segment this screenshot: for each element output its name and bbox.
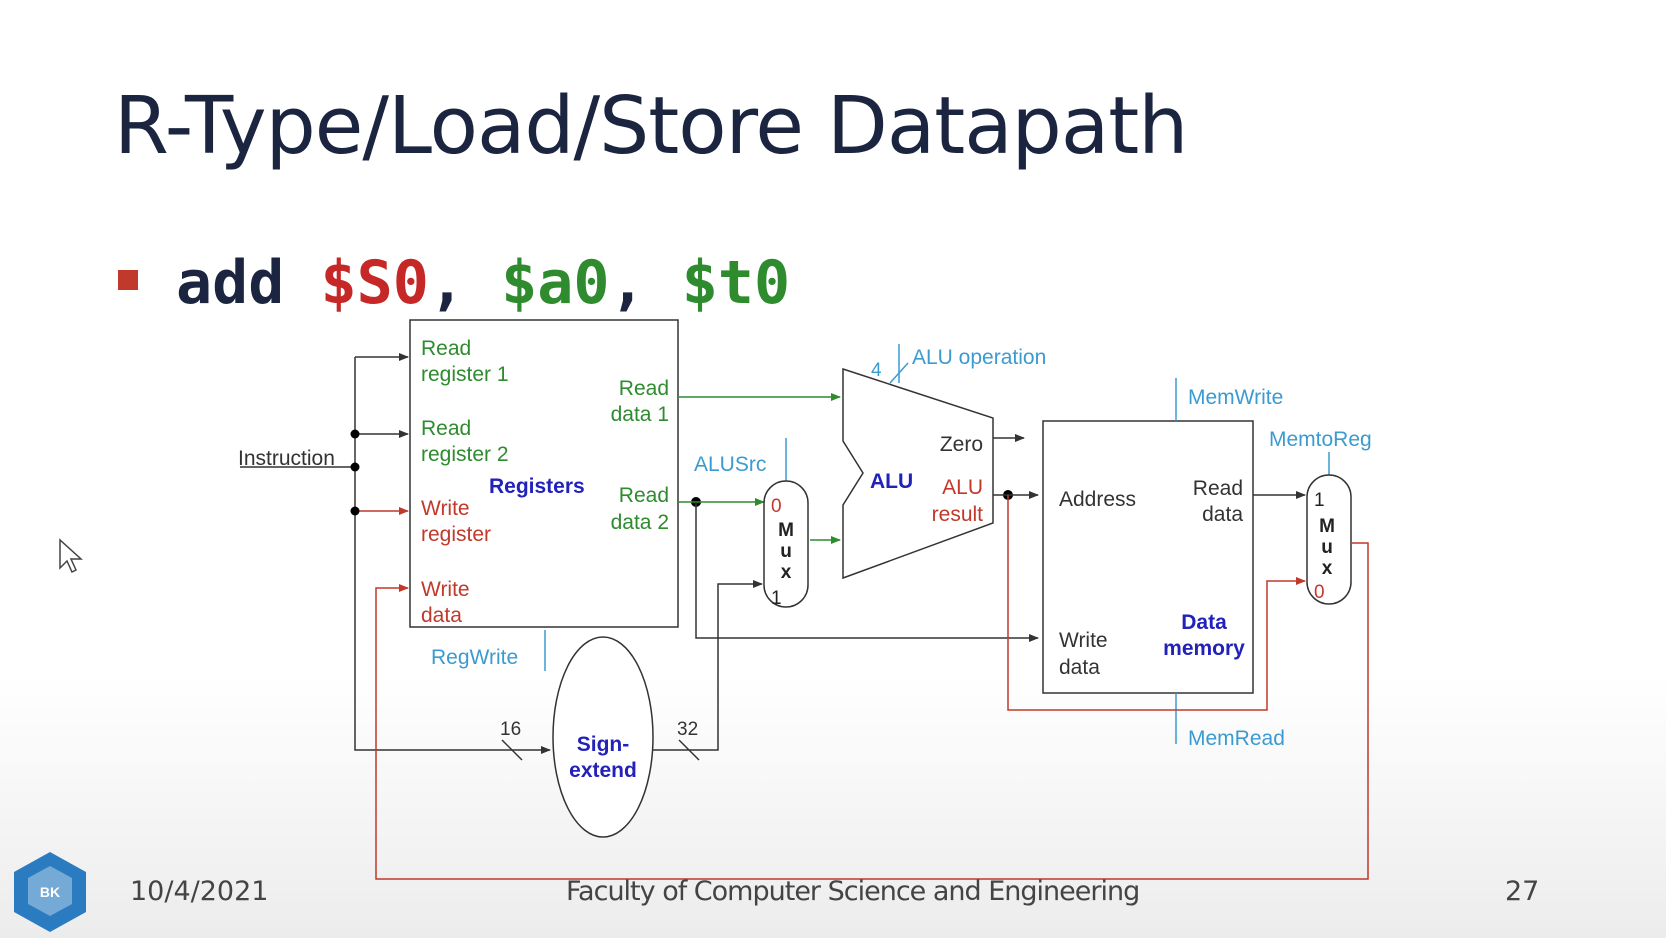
mouse-cursor-icon [59, 538, 83, 574]
memread-label: MemRead [1188, 727, 1285, 750]
alusrc-label: ALUSrc [694, 453, 766, 476]
alu-label: ALU [870, 470, 913, 493]
memwrite-label: MemWrite [1188, 386, 1283, 409]
operand-rt: $t0 [681, 248, 791, 318]
svg-text:result: result [932, 503, 984, 526]
svg-text:extend: extend [569, 759, 637, 782]
zero-label: Zero [940, 433, 983, 456]
svg-text:register 1: register 1 [421, 363, 509, 386]
operand-rd: $S0 [320, 248, 429, 318]
store-data-wire [695, 502, 1039, 642]
svg-text:M: M [1319, 516, 1335, 537]
read-data-2-label: Read [619, 484, 669, 507]
svg-text:x: x [1322, 558, 1333, 579]
alu-unit [842, 367, 994, 580]
sign-extend-out-wire [653, 580, 763, 751]
width-16-label: 16 [500, 719, 521, 740]
instruction-label: Instruction [238, 447, 335, 470]
read-register-2-label: Read [421, 417, 471, 440]
sign-extend-label: Sign- [577, 733, 630, 756]
opcode: add [176, 248, 285, 318]
svg-text:data 1: data 1 [611, 403, 669, 426]
alu-bypass-wire [1007, 495, 1306, 711]
svg-text:data: data [1202, 503, 1243, 526]
svg-text:1: 1 [1314, 490, 1325, 511]
svg-text:register: register [421, 523, 491, 546]
svg-text:memory: memory [1163, 637, 1245, 660]
data-memory-label: Data [1181, 611, 1227, 634]
svg-text:data: data [421, 604, 462, 627]
data-memory-block [1042, 420, 1254, 694]
svg-text:x: x [781, 562, 792, 583]
mem-write-data-label: Write [1059, 629, 1108, 652]
memtoreg-label: MemtoReg [1269, 428, 1372, 451]
instruction-code: add $S0, $a0, $t0 [176, 248, 791, 318]
svg-text:M: M [778, 520, 794, 541]
svg-text:u: u [1321, 537, 1333, 558]
writeback-wire [375, 542, 1369, 880]
bullet-marker [118, 270, 138, 290]
university-logo: BK [14, 852, 86, 932]
registers-label: Registers [489, 475, 585, 498]
alusrc-mux [763, 480, 809, 608]
sign-extend-unit [552, 636, 654, 838]
svg-text:register 2: register 2 [421, 443, 509, 466]
slide-title: R-Type/Load/Store Datapath [114, 80, 1188, 172]
address-label: Address [1059, 488, 1136, 511]
instruction-bus [240, 353, 551, 754]
svg-text:u: u [780, 541, 792, 562]
mem-read-data-label: Read [1193, 477, 1243, 500]
svg-text:4: 4 [871, 360, 882, 381]
svg-text:0: 0 [1314, 582, 1325, 603]
svg-text:BK: BK [40, 884, 60, 900]
regwrite-label: RegWrite [431, 646, 518, 669]
svg-text:data 2: data 2 [611, 511, 669, 534]
svg-text:data: data [1059, 656, 1100, 679]
registers-block [409, 319, 679, 628]
operand-rs: $a0 [501, 248, 610, 318]
svg-text:0: 0 [771, 496, 782, 517]
page-number: 27 [1505, 876, 1540, 907]
alu-operation-label: ALU operation [912, 346, 1046, 369]
read-register-1-label: Read [421, 337, 471, 360]
alu-result-label: ALU [942, 476, 983, 499]
memtoreg-mux [1306, 474, 1352, 605]
write-data-label: Write [421, 578, 470, 601]
footer-date: 10/4/2021 [130, 876, 269, 907]
footer-faculty: Faculty of Computer Science and Engineer… [566, 876, 1140, 907]
svg-text:1: 1 [771, 588, 782, 609]
read-data-1-label: Read [619, 377, 669, 400]
junction-dots [350, 429, 1013, 516]
width-32-label: 32 [677, 719, 698, 740]
write-register-label: Write [421, 497, 470, 520]
